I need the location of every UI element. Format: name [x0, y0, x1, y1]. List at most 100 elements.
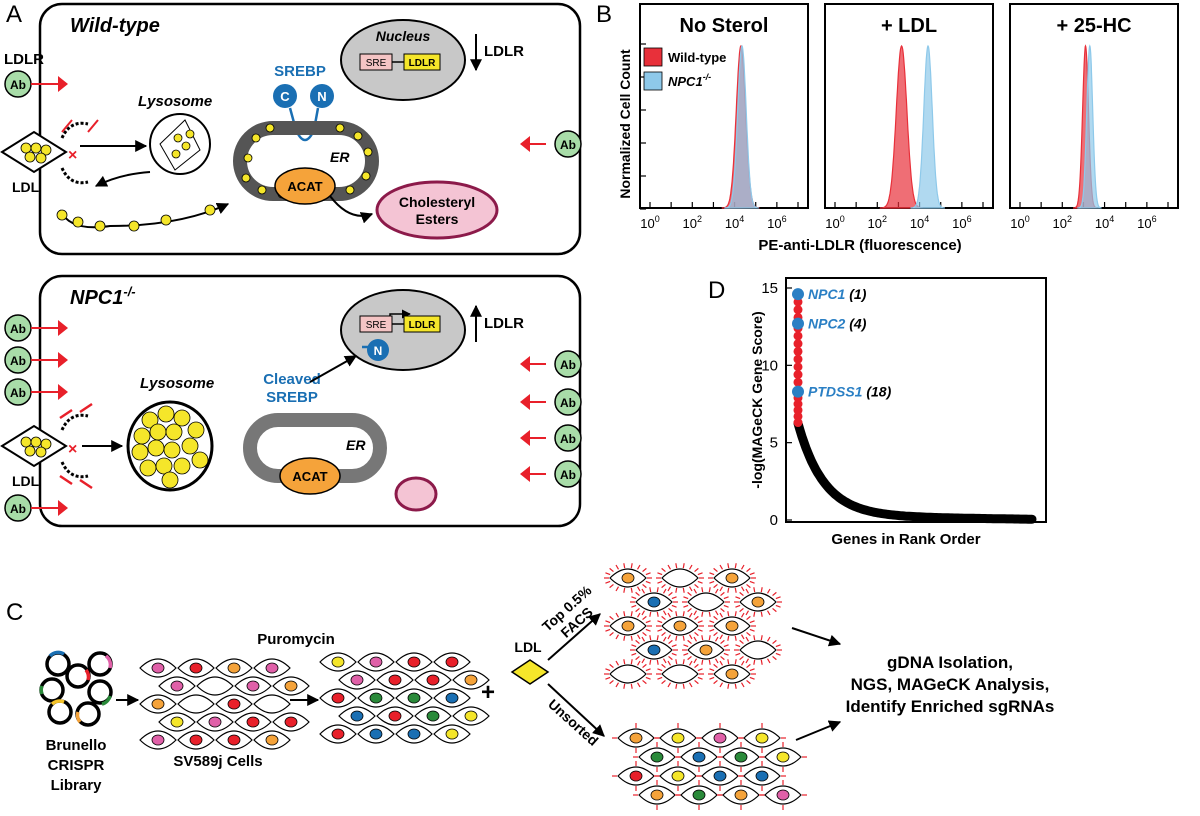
- cell: [633, 780, 681, 810]
- wildtype-lysosome-label: Lysosome: [138, 93, 212, 110]
- ldlr-spike: [745, 610, 750, 616]
- wildtype-acat-label: ACAT: [287, 179, 322, 194]
- ldlr-spike: [642, 567, 647, 573]
- cell: [272, 712, 310, 732]
- significant-gene-point: [793, 418, 803, 428]
- ldlr-spike: [649, 659, 652, 665]
- ldl-label: LDL: [514, 639, 542, 655]
- ldlr-spike: [740, 660, 745, 666]
- ldlr-spike: [630, 635, 633, 641]
- cell-nucleus: [407, 692, 421, 704]
- cell-nucleus: [755, 770, 769, 782]
- cell: [177, 730, 215, 750]
- ldlr-spike: [636, 612, 641, 618]
- cholesteryl-label-2: Esters: [416, 211, 459, 227]
- cell-nucleus: [331, 692, 345, 704]
- cell-nucleus: [426, 710, 440, 722]
- highlight-label-ptdss1: PTDSS1 (18): [808, 384, 892, 400]
- cell: [196, 712, 234, 732]
- highlight-point-npc1: [792, 288, 804, 301]
- ldlr-spike: [615, 660, 620, 666]
- cell-nucleus: [445, 728, 459, 740]
- wildtype-nucleus: [340, 19, 466, 101]
- ldlr-spike: [641, 636, 646, 642]
- ldlr-spike: [749, 628, 755, 632]
- ldlr-spike: [753, 587, 756, 593]
- ldlr-spike: [727, 563, 730, 569]
- ldlr-spike: [688, 612, 693, 618]
- legend-label-wildtype: Wild-type: [668, 50, 726, 65]
- ldlr-spike: [746, 615, 751, 621]
- cell-nucleus: [151, 698, 165, 710]
- ldlr-spike: [609, 631, 614, 637]
- ldlr-spike: [662, 588, 667, 594]
- cell-body: [609, 664, 647, 684]
- ldlr-spike: [667, 612, 672, 618]
- cell: [738, 723, 786, 753]
- cell: [357, 652, 395, 672]
- ldlr-spike: [708, 611, 711, 617]
- ldlr-spike: [719, 586, 724, 592]
- significant-gene-point: [793, 331, 803, 341]
- ldlr-spike: [746, 663, 751, 669]
- cholesteryl-label-1: Cholesteryl: [399, 194, 475, 210]
- accumulated-cholesterol: [131, 405, 209, 489]
- ldlr-spike: [661, 615, 666, 621]
- cell: [139, 730, 177, 750]
- ldlr-spike: [675, 683, 678, 689]
- ldlr-spike: [735, 604, 741, 608]
- cell-nucleus: [265, 662, 279, 674]
- ldlr-spike: [740, 634, 745, 640]
- significant-gene-point: [793, 362, 803, 372]
- ldlr-spike: [662, 610, 667, 616]
- cell: [738, 761, 786, 791]
- cell: [272, 676, 310, 696]
- cell: [630, 587, 678, 617]
- npc1-n-text: N: [374, 344, 383, 358]
- ldlr-spike: [708, 635, 711, 641]
- ldlr-spike: [630, 563, 633, 569]
- ldlr-spike: [723, 644, 729, 648]
- ldlr-spike: [714, 636, 719, 642]
- ldlr-spike: [609, 663, 614, 669]
- ldlr-spike: [605, 572, 611, 576]
- panel-d-xlabel: Genes in Rank Order: [831, 531, 980, 548]
- plot-frame: [785, 277, 1047, 523]
- cell-nucleus: [713, 732, 727, 744]
- ldlr-spike: [615, 634, 620, 640]
- cell-nucleus: [621, 572, 635, 584]
- ldlr-spike: [657, 668, 663, 672]
- panel-b: B Normalized Cell Count PE-anti-LDLR (fl…: [596, 1, 1179, 254]
- y-tick-label: 0: [770, 512, 778, 529]
- npc1-acat-label: ACAT: [292, 469, 327, 484]
- ldlr-spike: [635, 591, 640, 597]
- cell: [656, 659, 704, 689]
- ldlr-spike: [697, 572, 703, 576]
- wildtype-ldlr-down-label: LDLR: [484, 43, 524, 60]
- cell-nucleus: [647, 644, 661, 656]
- cell-nucleus: [692, 789, 706, 801]
- ldlr-spike: [642, 663, 647, 669]
- ldlr-spike: [735, 652, 741, 656]
- ldlr-spike: [661, 679, 666, 685]
- wildtype-acat: [274, 167, 336, 205]
- ldlr-spike: [635, 639, 640, 645]
- ldlr-spike: [682, 659, 685, 665]
- ldlr-spike: [708, 659, 711, 665]
- cell-nucleus: [227, 662, 241, 674]
- cell: [630, 635, 678, 665]
- ldlr-spike: [630, 611, 633, 617]
- npc1-ab-text: Ab: [10, 386, 26, 400]
- significant-gene-point: [793, 354, 803, 364]
- ldlr-spike: [636, 564, 641, 570]
- wildtype-ab-right-text: Ab: [560, 138, 576, 152]
- ldlr-spike: [727, 635, 730, 641]
- x-tick-label: 102: [1053, 214, 1072, 231]
- ldlr-spike: [623, 611, 626, 617]
- result-label-1: gDNA Isolation,: [887, 653, 1013, 672]
- cell: [433, 652, 471, 672]
- ldlr-spike: [668, 591, 673, 597]
- ldlr-spike: [682, 611, 685, 617]
- histogram-title: No Sterol: [680, 15, 769, 37]
- srebp-c-text: C: [280, 89, 290, 104]
